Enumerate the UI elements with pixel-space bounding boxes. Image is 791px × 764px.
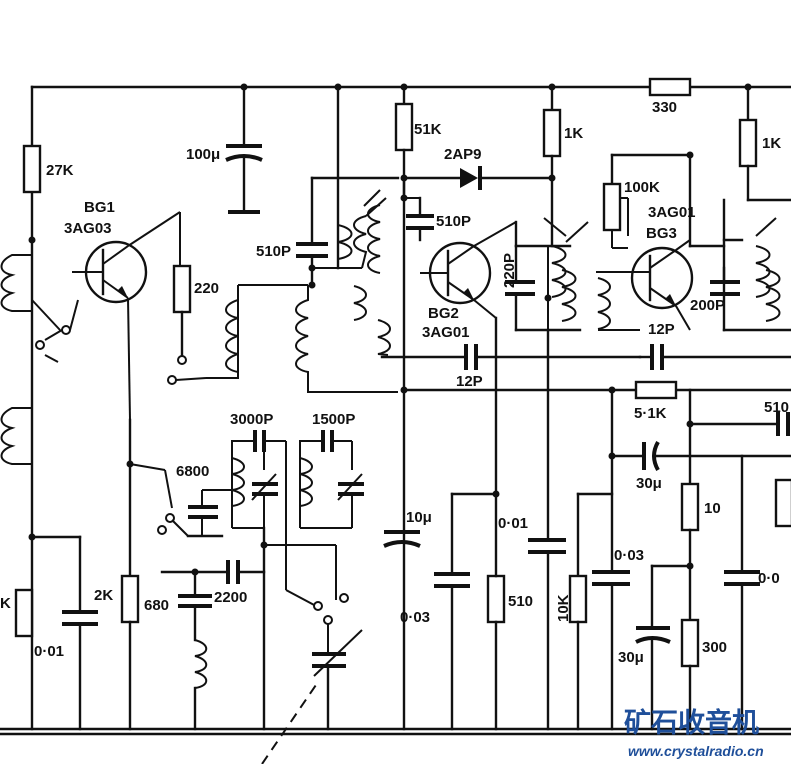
detector-branch bbox=[402, 83, 566, 731]
bg3-output-tank bbox=[638, 217, 791, 370]
bg3-bias-network bbox=[602, 151, 726, 332]
left-column bbox=[0, 85, 98, 731]
transistor-bg2 bbox=[420, 221, 517, 496]
resistor-k bbox=[14, 588, 34, 638]
label-0-0: 0·0 bbox=[758, 570, 780, 587]
resistor-27k bbox=[22, 144, 42, 194]
watermark-url: www.crystalradio.cn bbox=[628, 743, 764, 759]
oscillator-tanks bbox=[160, 430, 364, 731]
label-510-a: 510 bbox=[508, 593, 533, 610]
label-10: 10 bbox=[704, 500, 721, 517]
capacitor-100u bbox=[225, 83, 263, 214]
resistor-10k bbox=[568, 574, 588, 624]
bg2-emitter-network bbox=[383, 490, 506, 731]
label-3ag01-b: 3AG01 bbox=[648, 204, 696, 221]
label-30u-b: 30μ bbox=[618, 649, 644, 666]
bg1-emitter-network bbox=[167, 284, 398, 393]
bottom-rail bbox=[0, 727, 791, 736]
label-bg3: BG3 bbox=[646, 225, 677, 242]
resistor-510-a bbox=[486, 574, 506, 624]
label-5-1k: 5·1K bbox=[634, 405, 667, 422]
right-rail-branch bbox=[648, 77, 791, 202]
label-510-b: 510 bbox=[764, 399, 789, 416]
label-510p-b: 510P bbox=[436, 213, 471, 230]
label-100u: 100μ bbox=[186, 146, 220, 163]
bg2-input-network bbox=[296, 83, 400, 356]
resistor-100k bbox=[602, 182, 622, 232]
gang-tuning-dashed-link bbox=[261, 681, 319, 764]
bg2-collector-network bbox=[380, 83, 791, 731]
watermark: 矿石收音机 www.crystalradio.cn bbox=[624, 707, 764, 759]
resistor-10 bbox=[680, 482, 700, 532]
label-27k: 27K bbox=[46, 162, 74, 179]
label-2200: 2200 bbox=[214, 589, 247, 606]
label-510p-a: 510P bbox=[256, 243, 291, 260]
label-2ap9: 2AP9 bbox=[444, 146, 482, 163]
label-330: 330 bbox=[652, 99, 677, 116]
label-100k: 100K bbox=[624, 179, 660, 196]
label-bg2: BG2 bbox=[428, 305, 459, 322]
transistor-bg1 bbox=[72, 211, 181, 421]
label-0-03-a: 0·03 bbox=[400, 609, 430, 626]
resistor-5-1k bbox=[634, 380, 678, 400]
label-220p: 220P bbox=[501, 253, 518, 288]
label-10k: 10K bbox=[555, 594, 572, 622]
watermark-title: 矿石收音机 bbox=[624, 707, 759, 739]
label-1k-a: 1K bbox=[564, 125, 583, 142]
transistor-bg3 bbox=[596, 239, 694, 331]
label-bg1: BG1 bbox=[84, 199, 115, 216]
label-1k-b: 1K bbox=[762, 135, 781, 152]
label-0-01-a: 0·01 bbox=[34, 643, 64, 660]
label-2k: 2K bbox=[94, 587, 113, 604]
label-0-01-b: 0·01 bbox=[498, 515, 528, 532]
resistor-300 bbox=[680, 618, 700, 668]
bg3-emitter-network bbox=[568, 380, 791, 731]
label-300: 300 bbox=[702, 639, 727, 656]
resistor-2k bbox=[120, 574, 140, 624]
resistor-330 bbox=[648, 77, 692, 97]
label-3000p: 3000P bbox=[230, 411, 273, 428]
resistor-51k bbox=[394, 102, 414, 152]
label-1500p: 1500P bbox=[312, 411, 355, 428]
resistor-220 bbox=[172, 264, 192, 314]
label-220: 220 bbox=[194, 280, 219, 297]
label-3ag01-a: 3AG01 bbox=[422, 324, 470, 341]
label-k: K bbox=[0, 595, 11, 612]
diode-2ap9 bbox=[460, 168, 478, 188]
label-6800: 6800 bbox=[176, 463, 209, 480]
label-30u-a: 30μ bbox=[636, 475, 662, 492]
resistor-1k-a bbox=[542, 108, 562, 158]
label-0-03-b: 0·03 bbox=[614, 547, 644, 564]
label-12p-b: 12P bbox=[648, 321, 675, 338]
label-200p: 200P bbox=[690, 297, 725, 314]
label-51k: 51K bbox=[414, 121, 442, 138]
label-10u: 10μ bbox=[406, 509, 432, 526]
resistor-1k-b bbox=[738, 118, 758, 168]
resistor-right-edge bbox=[774, 478, 791, 528]
label-3ag03: 3AG03 bbox=[64, 220, 112, 237]
label-12p-a: 12P bbox=[456, 373, 483, 390]
component-labels: 27K BG1 3AG03 220 100μ 51K 2AP9 1K 330 1… bbox=[0, 99, 789, 666]
bg1-emitter-stack bbox=[120, 418, 189, 731]
label-680: 680 bbox=[144, 597, 169, 614]
